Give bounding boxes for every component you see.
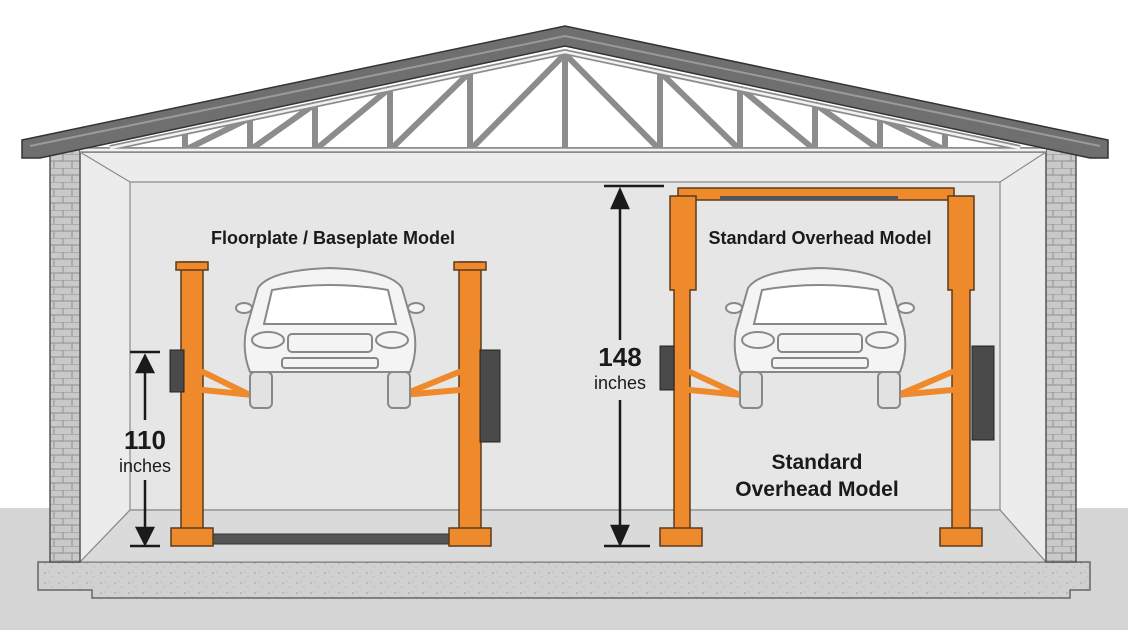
post-base	[170, 527, 214, 547]
overhead-lift	[659, 187, 995, 547]
foundation-slab	[37, 561, 1091, 599]
carriage	[659, 345, 675, 391]
car-left	[235, 266, 425, 409]
floorplate	[199, 533, 459, 545]
right-bay-title: Standard Overhead Model	[708, 228, 931, 248]
right-height-value: 148	[598, 342, 641, 372]
dimension-148	[604, 184, 664, 548]
left-bay-title: Floorplate / Baseplate Model	[211, 228, 455, 248]
roof-truss-highlight	[80, 50, 1046, 152]
garage-floor	[78, 509, 1048, 563]
right-post-1	[458, 261, 482, 545]
carriage	[169, 349, 185, 393]
power-unit	[479, 349, 501, 443]
overhead-bar	[720, 196, 898, 200]
left-post-1	[180, 261, 204, 545]
roof-edge	[29, 34, 1101, 147]
perspective-lines	[79, 151, 1047, 563]
right-caption-line1: Standard	[771, 451, 862, 474]
left-height-unit: inches	[119, 456, 171, 476]
power-unit	[971, 345, 995, 441]
left-height-value: 110	[124, 425, 166, 455]
post-base	[659, 527, 703, 547]
dimension-110	[130, 350, 160, 548]
right-wall	[1045, 147, 1077, 563]
car-right	[725, 266, 915, 409]
left-wall	[49, 147, 81, 563]
roof	[21, 25, 1109, 159]
right-height-unit: inches	[594, 373, 646, 393]
right-caption-line2: Overhead Model	[735, 478, 898, 501]
post-cap	[175, 261, 209, 271]
post-cap	[453, 261, 487, 271]
post-base	[448, 527, 492, 547]
post-base	[939, 527, 983, 547]
